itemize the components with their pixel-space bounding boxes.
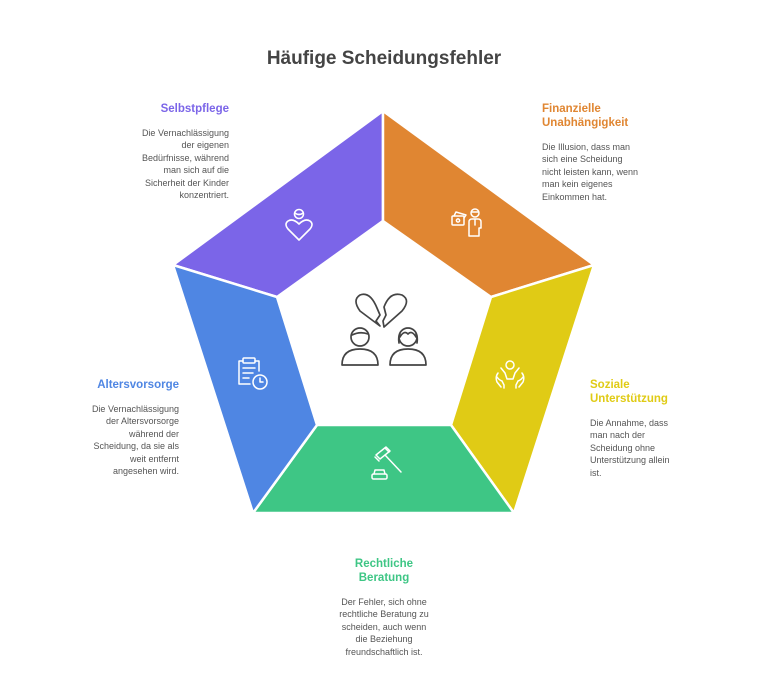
- description-line: ist.: [590, 467, 602, 478]
- description-line: freundschaftlich ist.: [345, 646, 423, 657]
- heading-line: Finanzielle: [542, 103, 601, 115]
- heading-line: Unabhängigkeit: [542, 117, 629, 129]
- text-block-altersvorsorge: Altersvorsorge Die Vernachlässigung der …: [46, 378, 179, 477]
- heading-altersvorsorge: Altersvorsorge: [97, 379, 179, 391]
- heading-soziale-unterstuetzung: Soziale Unterstützung: [590, 378, 710, 406]
- text-block-selbstpflege: Selbstpflege Die Vernachlässigung der ei…: [96, 102, 229, 201]
- description-line: konzentriert.: [179, 190, 229, 201]
- money-person-icon: [451, 208, 482, 237]
- description-line: Die Vernachlässigung: [91, 404, 179, 414]
- description-line: angesehen wird.: [112, 466, 179, 477]
- broken-heart-couple-icon: [341, 293, 427, 366]
- description-altersvorsorge: Die Vernachlässigung der Altersvorsorge …: [46, 403, 179, 477]
- description-finanzielle-unabhaengigkeit: Die Illusion, dass man sich eine Scheidu…: [542, 141, 682, 203]
- text-block-rechtliche-beratung: Rechtliche Beratung Der Fehler, sich ohn…: [314, 557, 454, 658]
- clipboard-clock-icon: [238, 357, 268, 390]
- description-line: Die Vernachlässigung: [141, 128, 229, 138]
- gavel-icon: [371, 446, 402, 480]
- description-line: Unterstützung allein: [590, 455, 670, 466]
- description-line: man nach der: [590, 430, 646, 441]
- description-line: rechtliche Beratung zu: [339, 609, 429, 620]
- description-line: die Beziehung: [355, 634, 413, 645]
- heading-finanzielle-unabhaengigkeit: Finanzielle Unabhängigkeit: [542, 102, 682, 130]
- heading-line: Soziale: [590, 379, 630, 391]
- supporting-hands-icon: [495, 360, 525, 389]
- description-soziale-unterstuetzung: Die Annahme, dass man nach der Scheidung…: [590, 417, 710, 479]
- description-line: Die Annahme, dass: [590, 418, 669, 428]
- description-line: der eigenen: [181, 140, 229, 151]
- description-line: sich eine Scheidung: [542, 154, 623, 165]
- description-line: Die Illusion, dass man: [542, 142, 631, 152]
- description-line: während der: [128, 428, 179, 439]
- description-line: weit entfernt: [129, 453, 179, 464]
- heading-rechtliche-beratung: Rechtliche Beratung: [314, 557, 454, 585]
- description-line: scheiden, auch wenn: [341, 621, 427, 632]
- segment-altersvorsorge: [171, 263, 319, 515]
- diagram-title: Häufige Scheidungsfehler: [266, 48, 502, 69]
- description-line: Bedürfnisse, während: [141, 152, 229, 163]
- description-line: man sich auf die: [163, 165, 229, 176]
- description-line: Sicherheit der Kinder: [144, 177, 229, 188]
- text-block-finanzielle-unabhaengigkeit: Finanzielle Unabhängigkeit Die Illusion,…: [542, 102, 682, 203]
- person-heart-icon: [285, 208, 313, 241]
- description-rechtliche-beratung: Der Fehler, sich ohne rechtliche Beratun…: [314, 596, 454, 658]
- description-line: Scheidung ohne: [590, 442, 656, 453]
- heading-line: Rechtliche: [354, 558, 414, 570]
- description-line: Der Fehler, sich ohne: [341, 597, 427, 607]
- description-line: man kein eigenes: [542, 179, 613, 190]
- heading-selbstpflege: Selbstpflege: [160, 103, 229, 115]
- text-block-soziale-unterstuetzung: Soziale Unterstützung Die Annahme, dass …: [590, 378, 710, 479]
- heading-line: Unterstützung: [590, 393, 668, 405]
- heading-line: Beratung: [358, 572, 410, 584]
- description-line: der Altersvorsorge: [105, 416, 179, 427]
- description-selbstpflege: Die Vernachlässigung der eigenen Bedürfn…: [96, 127, 229, 201]
- description-line: Scheidung, da sie als: [93, 441, 179, 452]
- description-line: Einkommen hat.: [542, 191, 608, 202]
- description-line: nicht leisten kann, wenn: [542, 166, 639, 177]
